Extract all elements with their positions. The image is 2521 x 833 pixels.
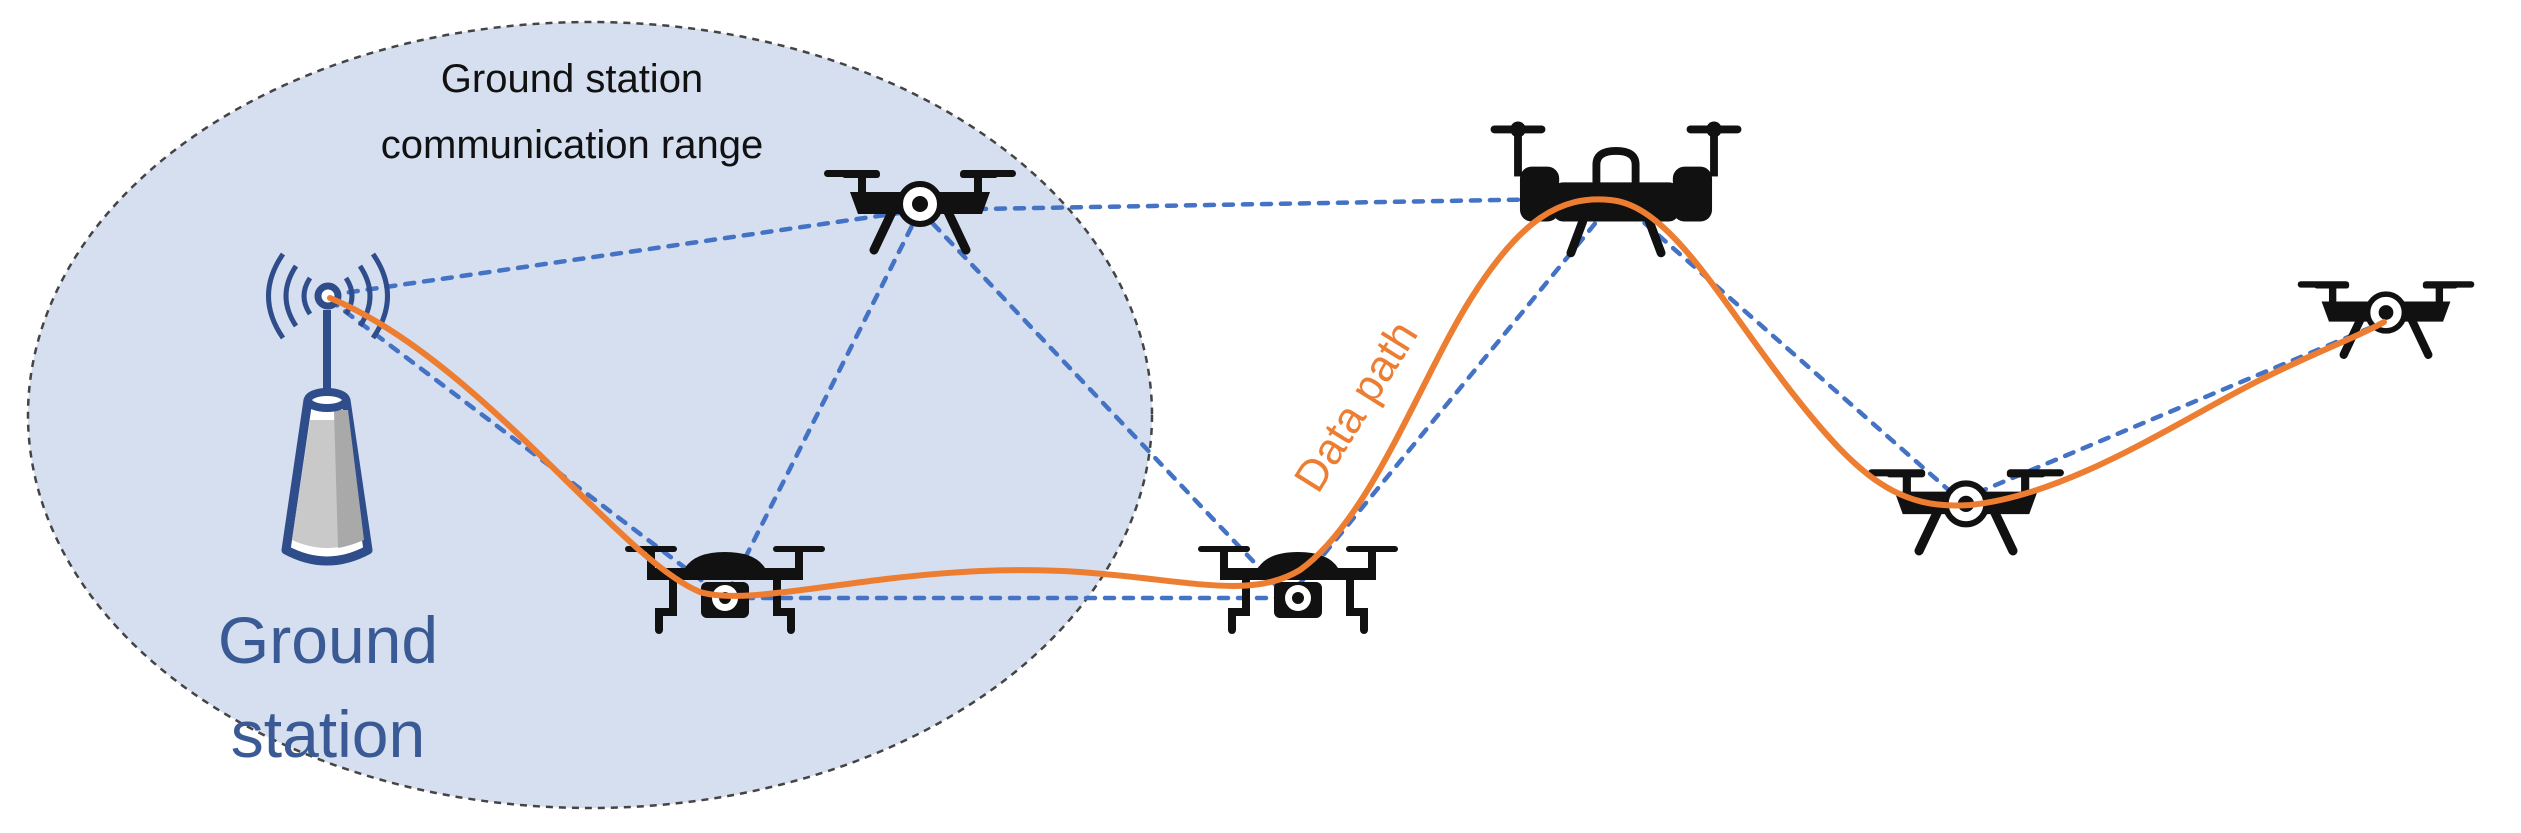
antenna-tower-icon <box>266 252 390 566</box>
ground-station-label-line2: station <box>231 697 425 771</box>
link-drone4-drone5 <box>1613 195 1963 503</box>
quadcopter-drone-icon <box>1491 122 1742 253</box>
data-path-curve <box>327 196 2387 599</box>
link-drone1-drone3 <box>917 207 1291 601</box>
link-gs-drone2 <box>327 297 728 601</box>
quadcopter-drone-icon <box>2298 281 2475 355</box>
link-drone1-drone4 <box>917 195 1619 213</box>
range-label-line2: communication range <box>381 123 763 167</box>
range-label-line1: Ground station <box>441 57 703 101</box>
communication-range-area <box>26 20 1154 810</box>
quadcopter-drone-icon <box>1868 469 2064 551</box>
data-path-label: Data path <box>1285 313 1428 501</box>
ground-station-label-line1: Ground <box>218 603 438 677</box>
link-drone1-drone2 <box>722 207 923 601</box>
link-gs-drone1 <box>327 207 923 298</box>
